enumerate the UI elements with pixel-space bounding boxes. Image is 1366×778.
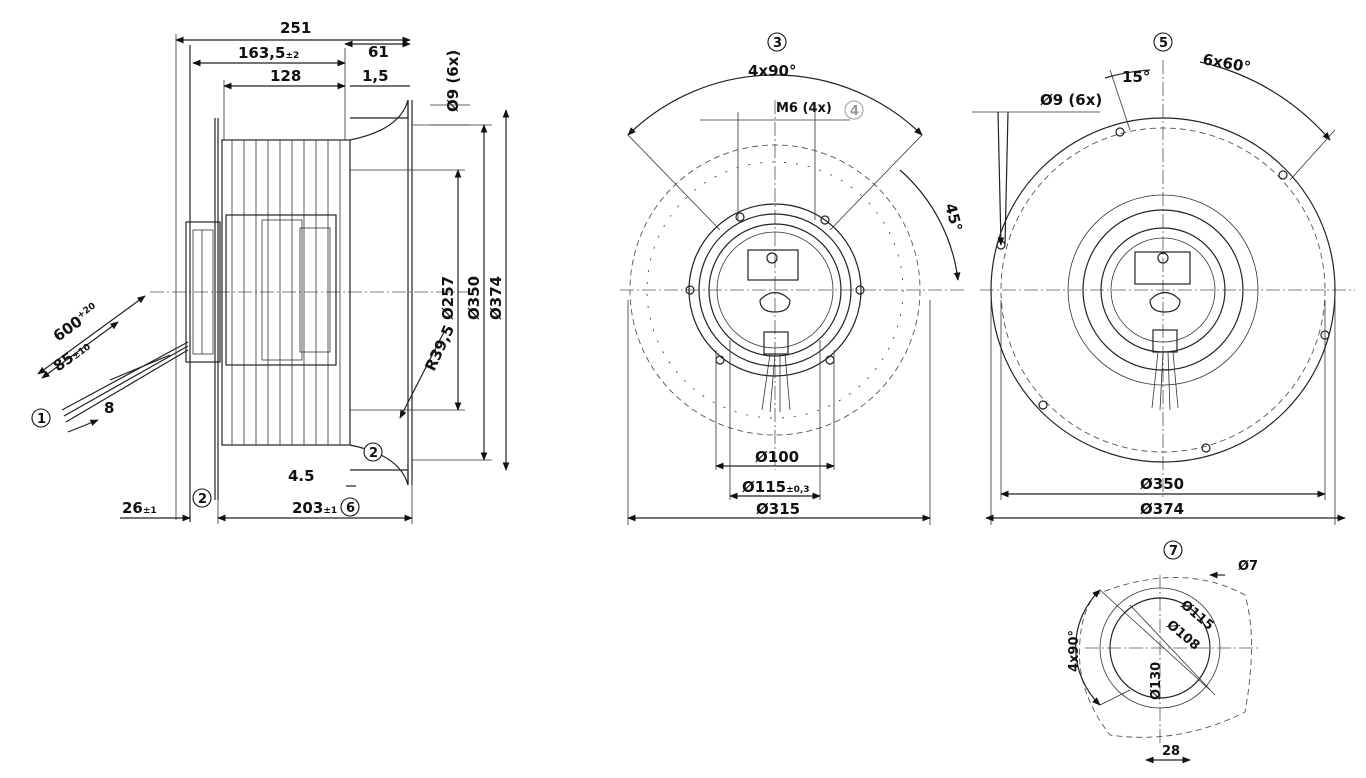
callout-4: 4 — [850, 104, 859, 119]
dim-26: 26±1 — [122, 499, 157, 517]
dim-128: 128 — [270, 67, 301, 85]
dim-315: Ø315 — [756, 500, 800, 518]
dim-4-5: 4.5 — [288, 467, 315, 485]
dim-m6: M6 (4x) — [776, 101, 832, 116]
callout-2a: 2 — [198, 492, 207, 507]
dim-4x90-detail: 4x90° — [1067, 630, 1082, 672]
dim-350-rear: Ø350 — [1140, 475, 1184, 493]
dim-85: 85±10 — [50, 337, 94, 376]
dim-28: 28 — [1162, 744, 1180, 759]
dim-6x60: 6x60° — [1201, 50, 1252, 76]
callout-7: 7 — [1169, 544, 1178, 559]
dim-374-rear: Ø374 — [1140, 500, 1184, 518]
side-view: 251 163,5±2 61 128 1,5 Ø9 (6x) Ø257 Ø350… — [31, 19, 510, 524]
dim-374: Ø374 — [487, 276, 505, 320]
dim-45: 45° — [941, 201, 966, 233]
callout-6: 6 — [346, 501, 355, 516]
callout-3: 3 — [773, 36, 782, 51]
dim-9-6x-rear: Ø9 (6x) — [1040, 91, 1102, 109]
dim-8: 8 — [104, 399, 114, 417]
dim-257: Ø257 — [439, 276, 457, 320]
dim-251: 251 — [280, 19, 311, 37]
dim-9-6x: Ø9 (6x) — [444, 50, 462, 112]
dim-15: 15° — [1122, 68, 1150, 86]
callout-5: 5 — [1159, 36, 1168, 51]
dim-163: 163,5±2 — [238, 44, 299, 62]
dim-61: 61 — [368, 43, 389, 61]
detail-view: 7 Ø7 Ø115 Ø108 Ø130 4x90° 28 — [1067, 540, 1260, 764]
dim-203: 203±1 — [292, 499, 337, 517]
dim-115: Ø115±0,3 — [742, 478, 810, 496]
front-view: M6 (4x) 4 3 4x90° 45° Ø100 Ø115±0,3 Ø315 — [620, 32, 966, 525]
dim-600: 600+20 — [50, 300, 102, 345]
dim-1-5: 1,5 — [362, 67, 389, 85]
dim-100: Ø100 — [755, 448, 799, 466]
rear-view: 5 Ø9 (6x) 15° 6x60° Ø350 Ø374 — [972, 32, 1355, 525]
dim-350: Ø350 — [465, 276, 483, 320]
dim-7: Ø7 — [1238, 559, 1258, 574]
callout-1: 1 — [37, 412, 46, 427]
dim-130: Ø130 — [1149, 662, 1164, 700]
dim-4x90: 4x90° — [748, 62, 797, 80]
dim-r39: R39,5 — [421, 322, 458, 374]
callout-2b: 2 — [369, 446, 378, 461]
